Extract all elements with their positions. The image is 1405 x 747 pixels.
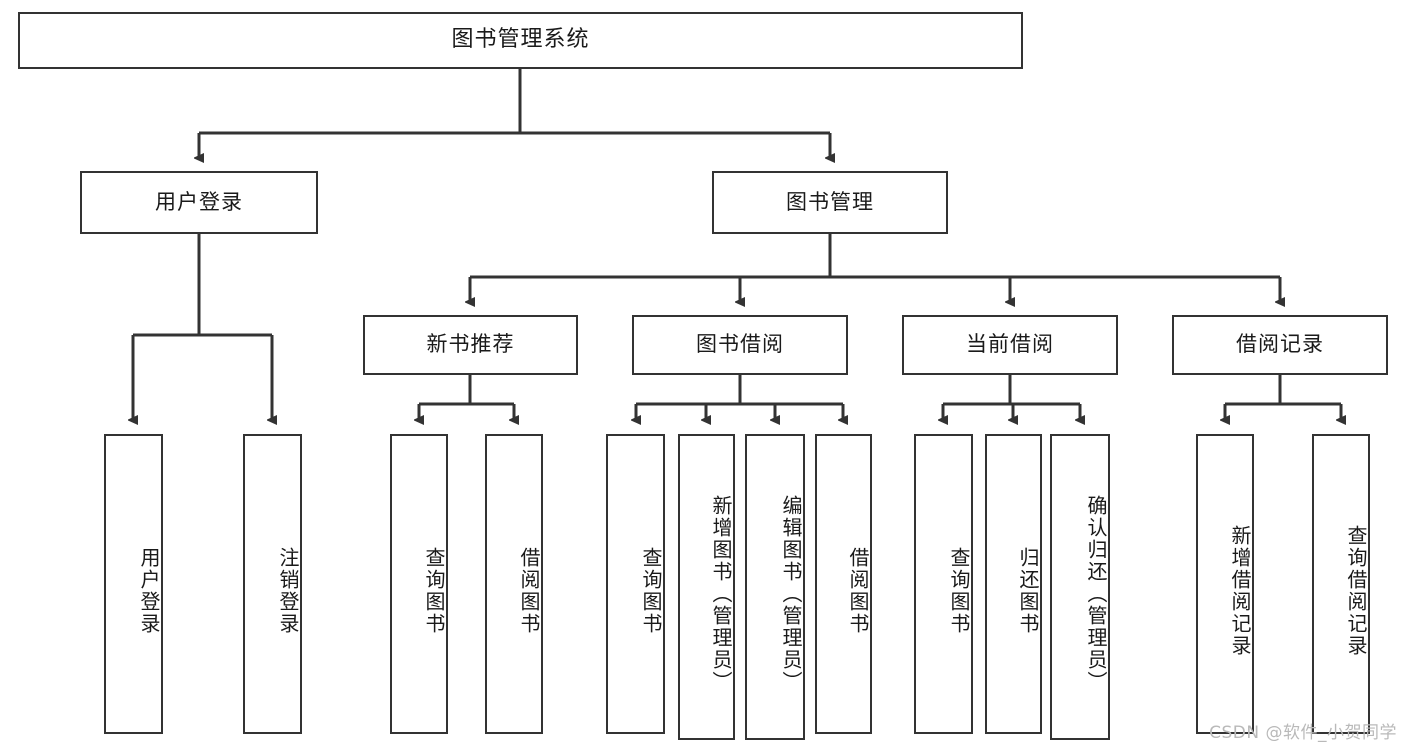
leaf-label: 查询图书 [639,547,663,635]
leaf-label: 新增借阅记录 [1228,525,1252,657]
leaf-label: 编辑图书（管理员） [779,495,803,693]
leaf-current-return-book[interactable]: 归还图书 [985,434,1042,734]
leaf-label: 查询借阅记录 [1344,525,1368,657]
leaf-new-book-query[interactable]: 查询图书 [390,434,448,734]
leaf-user-login-signout[interactable]: 注销登录 [243,434,302,734]
leaf-label: 查询图书 [422,547,446,635]
node-current-borrow[interactable]: 当前借阅 [902,315,1118,375]
leaf-borrow-borrow-book[interactable]: 借阅图书 [815,434,872,734]
leaf-label: 用户登录 [137,547,161,635]
leaf-label: 注销登录 [276,547,300,635]
leaf-new-book-borrow[interactable]: 借阅图书 [485,434,543,734]
leaf-borrow-edit-book-admin[interactable]: 编辑图书（管理员） [745,434,805,740]
node-new-book-recommend[interactable]: 新书推荐 [363,315,578,375]
csdn-watermark: CSDN @软件_小贺同学 [1209,723,1397,743]
leaf-label: 借阅图书 [517,547,541,635]
node-user-login[interactable]: 用户登录 [80,171,318,234]
leaf-label: 查询图书 [947,547,971,635]
leaf-record-add-record[interactable]: 新增借阅记录 [1196,434,1254,734]
leaf-current-query-book[interactable]: 查询图书 [914,434,973,734]
node-book-borrow[interactable]: 图书借阅 [632,315,848,375]
leaf-label: 新增图书（管理员） [709,495,733,693]
node-borrow-record[interactable]: 借阅记录 [1172,315,1388,375]
leaf-user-login-signin[interactable]: 用户登录 [104,434,163,734]
leaf-label: 归还图书 [1016,547,1040,635]
leaf-borrow-add-book-admin[interactable]: 新增图书（管理员） [678,434,735,740]
leaf-current-confirm-return-admin[interactable]: 确认归还（管理员） [1050,434,1110,740]
leaf-label: 确认归还（管理员） [1084,495,1108,693]
leaf-borrow-query-book[interactable]: 查询图书 [606,434,665,734]
leaf-record-query-record[interactable]: 查询借阅记录 [1312,434,1370,734]
node-root-system[interactable]: 图书管理系统 [18,12,1023,69]
leaf-label: 借阅图书 [846,547,870,635]
node-book-management[interactable]: 图书管理 [712,171,948,234]
